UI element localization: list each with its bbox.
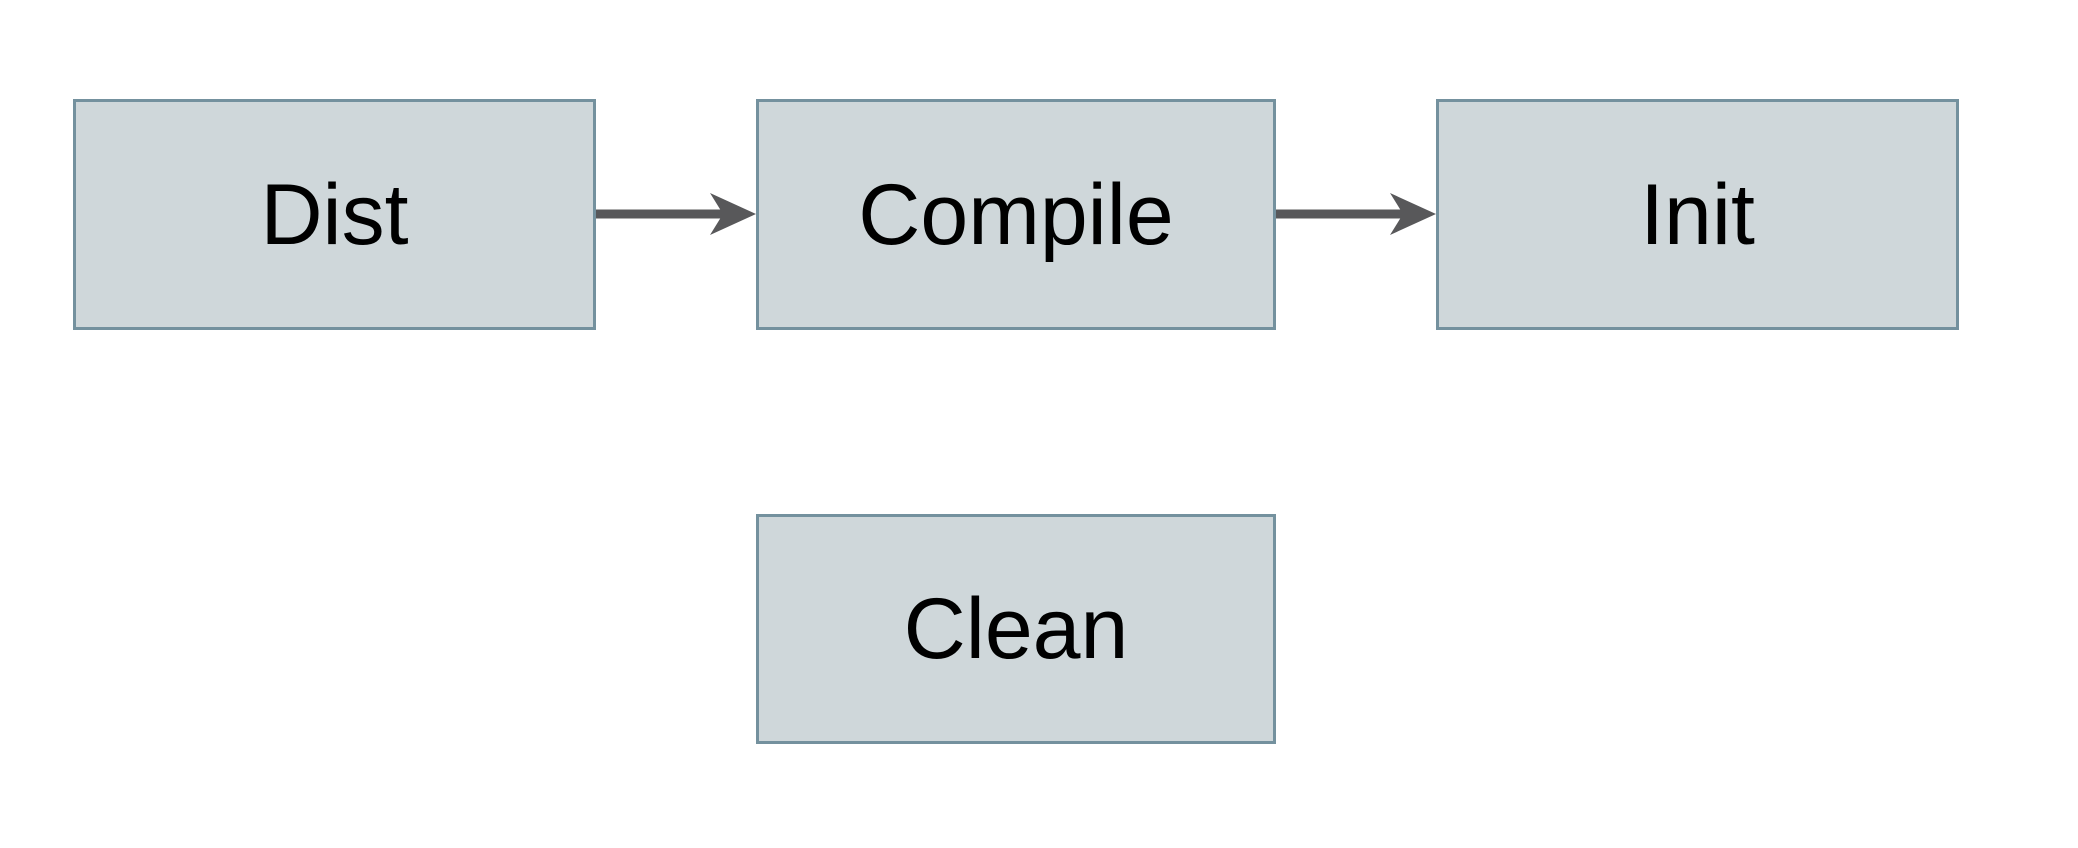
node-init-label: Init [1640, 166, 1755, 263]
node-init: Init [1436, 99, 1959, 330]
node-dist: Dist [73, 99, 596, 330]
node-clean: Clean [756, 514, 1276, 744]
node-compile-label: Compile [858, 166, 1174, 263]
node-dist-label: Dist [260, 166, 409, 263]
arrow-compile-to-init [1276, 193, 1436, 235]
node-compile: Compile [756, 99, 1276, 330]
arrow-dist-to-compile [596, 193, 756, 235]
node-clean-label: Clean [903, 581, 1129, 677]
